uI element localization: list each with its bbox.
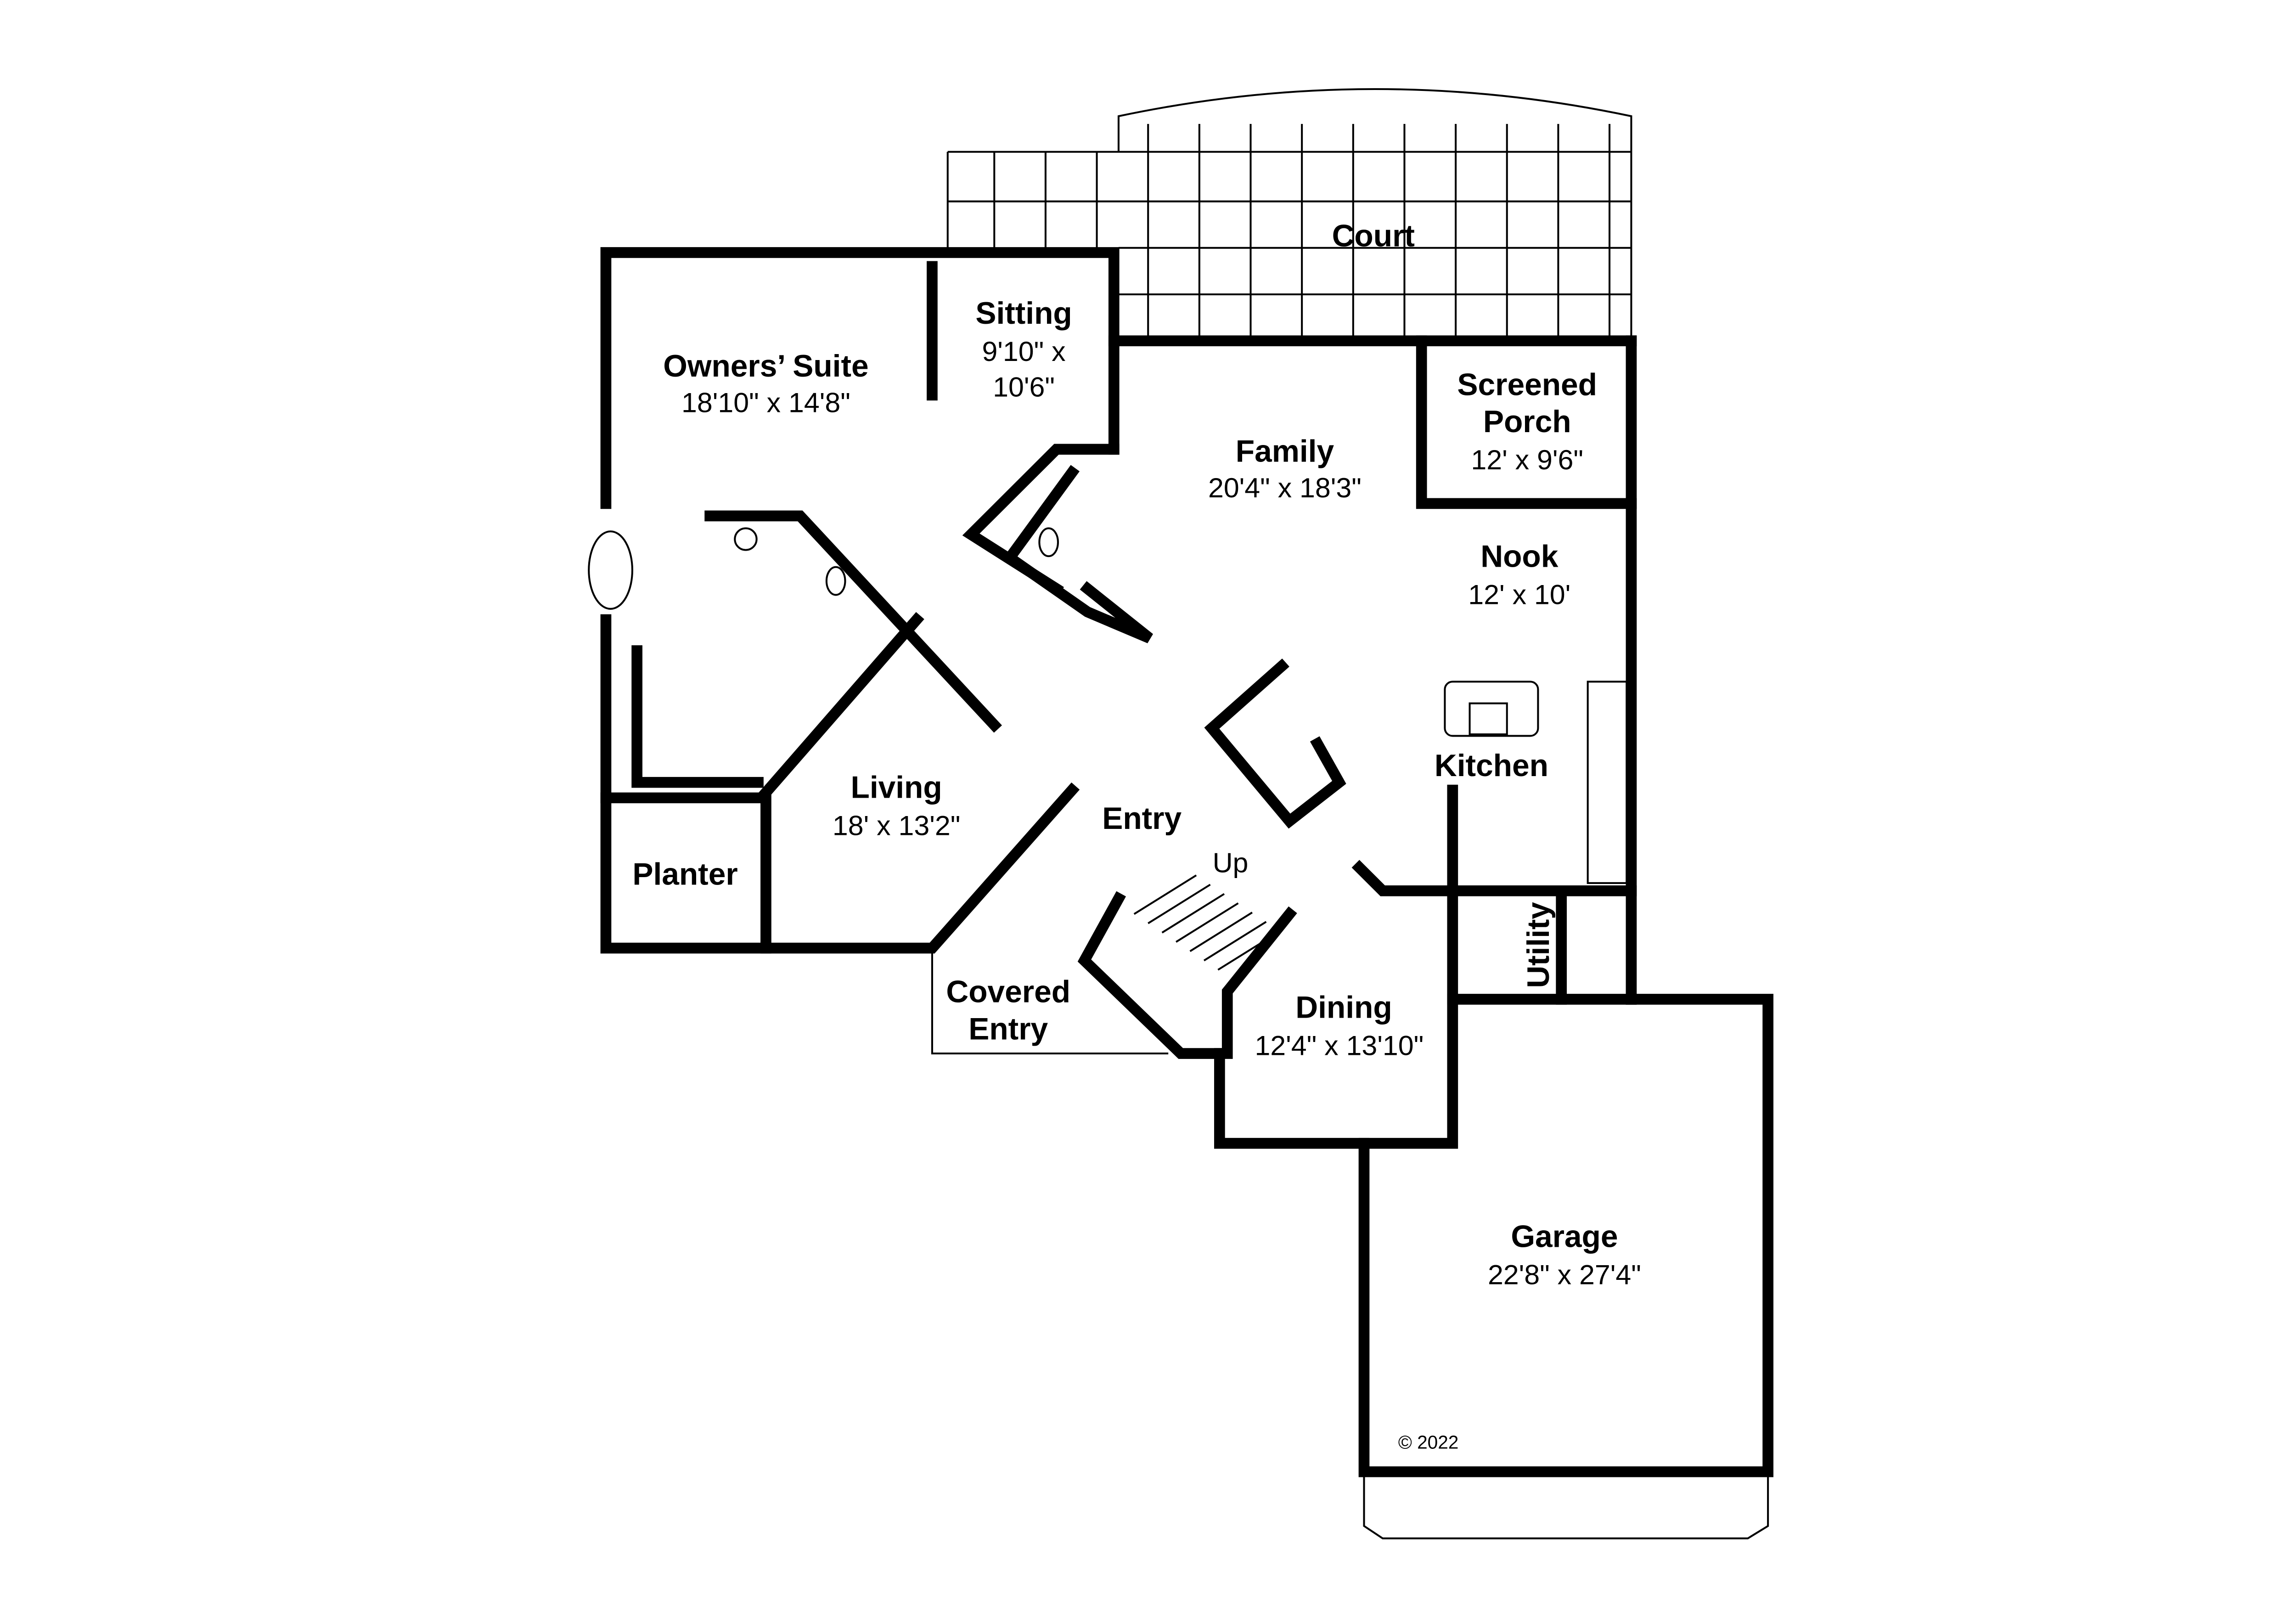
stair-tread: [1217, 930, 1281, 971]
room-size-family: 20'4" x 18'3": [1208, 472, 1362, 503]
room-label-living: Living: [851, 770, 942, 805]
cooktop-icon: [1469, 702, 1508, 736]
room-label-family: Family: [1236, 434, 1334, 468]
kitchen-island: [1444, 681, 1539, 737]
sink-icon: [825, 566, 846, 596]
room-label-kitchen: Kitchen: [1435, 749, 1548, 783]
room-label-screened: Screened: [1457, 367, 1597, 402]
room-label-court: Court: [1332, 219, 1415, 253]
sink-icon: [734, 527, 758, 551]
staircase: [1133, 874, 1281, 971]
stair-tread: [1161, 893, 1225, 934]
room-size-nook: 12' x 10': [1468, 579, 1570, 610]
room-size-screened-porch: 12' x 9'6": [1471, 444, 1583, 475]
stair-tread: [1176, 902, 1239, 943]
stair-tread: [1203, 921, 1267, 962]
room-label-covered: Covered: [946, 975, 1070, 1009]
stair-tread: [1133, 874, 1197, 915]
room-label-nook: Nook: [1480, 540, 1559, 574]
toilet-icon: [1038, 527, 1059, 558]
room-label-planter: Planter: [632, 857, 737, 891]
copyright-text: © 2022: [1398, 1431, 1458, 1453]
stairs-up-label: Up: [1213, 847, 1249, 878]
room-size-sitting-2: 10'6": [993, 372, 1055, 403]
room-label-dining: Dining: [1295, 991, 1392, 1025]
room-size-owners-suite: 18'10" x 14'8": [681, 387, 850, 418]
bathtub-icon: [588, 530, 634, 610]
stair-tread: [1148, 884, 1211, 924]
walls: [600, 247, 1773, 1539]
kitchen-counter: [1587, 681, 1628, 884]
room-label-sitting: Sitting: [975, 296, 1072, 331]
room-size-sitting-1: 9'10" x: [982, 336, 1065, 367]
room-size-garage: 22'8" x 27'4": [1488, 1259, 1641, 1290]
room-label-entry: Entry: [1102, 801, 1182, 836]
stair-tread: [1189, 912, 1253, 952]
room-size-dining: 12'4" x 13'10": [1255, 1030, 1424, 1061]
court-paving: [946, 88, 1632, 338]
room-label-covered-entry: Entry: [968, 1012, 1048, 1047]
fixtures: [588, 527, 1628, 971]
room-size-living: 18' x 13'2": [833, 810, 960, 841]
room-label-owners-suite: Owners’ Suite: [663, 349, 868, 383]
room-label-garage: Garage: [1511, 1220, 1618, 1254]
room-label-porch: Porch: [1483, 405, 1571, 439]
room-label-utility: Utility: [1521, 902, 1556, 988]
